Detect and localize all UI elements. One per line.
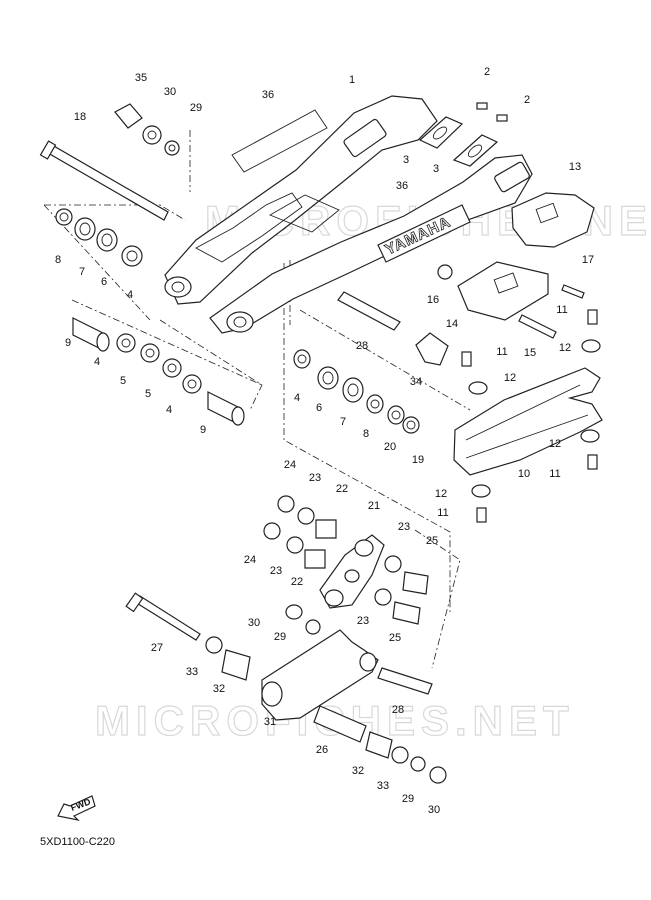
callout-6: 6 xyxy=(316,402,322,414)
callout-1: 1 xyxy=(349,74,355,86)
callout-5: 5 xyxy=(145,388,151,400)
callout-12: 12 xyxy=(549,438,561,450)
chain-slider xyxy=(453,367,603,476)
callout-25: 25 xyxy=(389,632,401,644)
callout-23: 23 xyxy=(270,565,282,577)
callout-30: 30 xyxy=(164,86,176,98)
callout-6: 6 xyxy=(101,276,107,288)
callout-24: 24 xyxy=(244,554,256,566)
callout-33: 33 xyxy=(377,780,389,792)
bolt-2b xyxy=(496,114,508,122)
callout-4: 4 xyxy=(294,392,300,404)
callout-29: 29 xyxy=(274,631,286,643)
callout-23: 23 xyxy=(309,472,321,484)
callout-29: 29 xyxy=(190,102,202,114)
left-pivot-parts xyxy=(55,103,245,426)
callout-23: 23 xyxy=(357,615,369,627)
callout-30: 30 xyxy=(428,804,440,816)
callout-17: 17 xyxy=(582,254,594,266)
callout-20: 20 xyxy=(384,441,396,453)
callout-9: 9 xyxy=(200,424,206,436)
callout-4: 4 xyxy=(166,404,172,416)
callout-2: 2 xyxy=(524,94,530,106)
callout-19: 19 xyxy=(412,454,424,466)
callout-22: 22 xyxy=(336,483,348,495)
callout-34: 34 xyxy=(410,376,422,388)
callout-3: 3 xyxy=(403,154,409,166)
callout-29: 29 xyxy=(402,793,414,805)
callout-22: 22 xyxy=(291,576,303,588)
connecting-rod-parts xyxy=(125,592,447,784)
callout-11: 11 xyxy=(556,304,567,316)
callout-8: 8 xyxy=(55,254,61,266)
callout-36: 36 xyxy=(262,89,274,101)
callout-9: 9 xyxy=(65,337,71,349)
callout-16: 16 xyxy=(427,294,439,306)
callout-33: 33 xyxy=(186,666,198,678)
callout-28: 28 xyxy=(356,340,368,352)
callout-4: 4 xyxy=(127,289,133,301)
chain-adjusters xyxy=(418,102,508,167)
callout-28: 28 xyxy=(392,704,404,716)
callout-4: 4 xyxy=(94,356,100,368)
callout-8: 8 xyxy=(363,428,369,440)
callout-15: 15 xyxy=(524,347,536,359)
diagram-code: 5XD1100-C220 xyxy=(40,836,115,848)
fwd-arrow-icon: FWD xyxy=(57,795,96,821)
callout-26: 26 xyxy=(316,744,328,756)
callout-18: 18 xyxy=(74,111,86,123)
chain-part-fasteners xyxy=(437,264,601,523)
right-pivot-parts xyxy=(293,291,449,434)
callout-2: 2 xyxy=(484,66,490,78)
callout-14: 14 xyxy=(446,318,458,330)
callout-12: 12 xyxy=(435,488,447,500)
callout-13: 13 xyxy=(569,161,581,173)
callout-11: 11 xyxy=(549,468,560,480)
callout-27: 27 xyxy=(151,642,163,654)
chain-support xyxy=(457,261,549,321)
callout-32: 32 xyxy=(213,683,225,695)
callout-32: 32 xyxy=(352,765,364,777)
callout-7: 7 xyxy=(79,266,85,278)
callout-12: 12 xyxy=(559,342,571,354)
callout-23: 23 xyxy=(398,521,410,533)
callout-35: 35 xyxy=(135,72,147,84)
callout-11: 11 xyxy=(496,346,507,358)
callout-7: 7 xyxy=(340,416,346,428)
callout-21: 21 xyxy=(368,500,380,512)
callout-36: 36 xyxy=(396,180,408,192)
relay-arm-parts xyxy=(263,495,429,635)
callout-3: 3 xyxy=(433,163,439,175)
chain-guide xyxy=(511,192,595,248)
callout-24: 24 xyxy=(284,459,296,471)
callout-31: 31 xyxy=(264,716,276,728)
bolt-2a xyxy=(476,102,488,110)
callout-10: 10 xyxy=(518,468,530,480)
callout-25: 25 xyxy=(426,535,438,547)
callout-11: 11 xyxy=(437,507,448,519)
pivot-shaft xyxy=(39,140,169,221)
callout-5: 5 xyxy=(120,375,126,387)
callout-12: 12 xyxy=(504,372,516,384)
callout-30: 30 xyxy=(248,617,260,629)
